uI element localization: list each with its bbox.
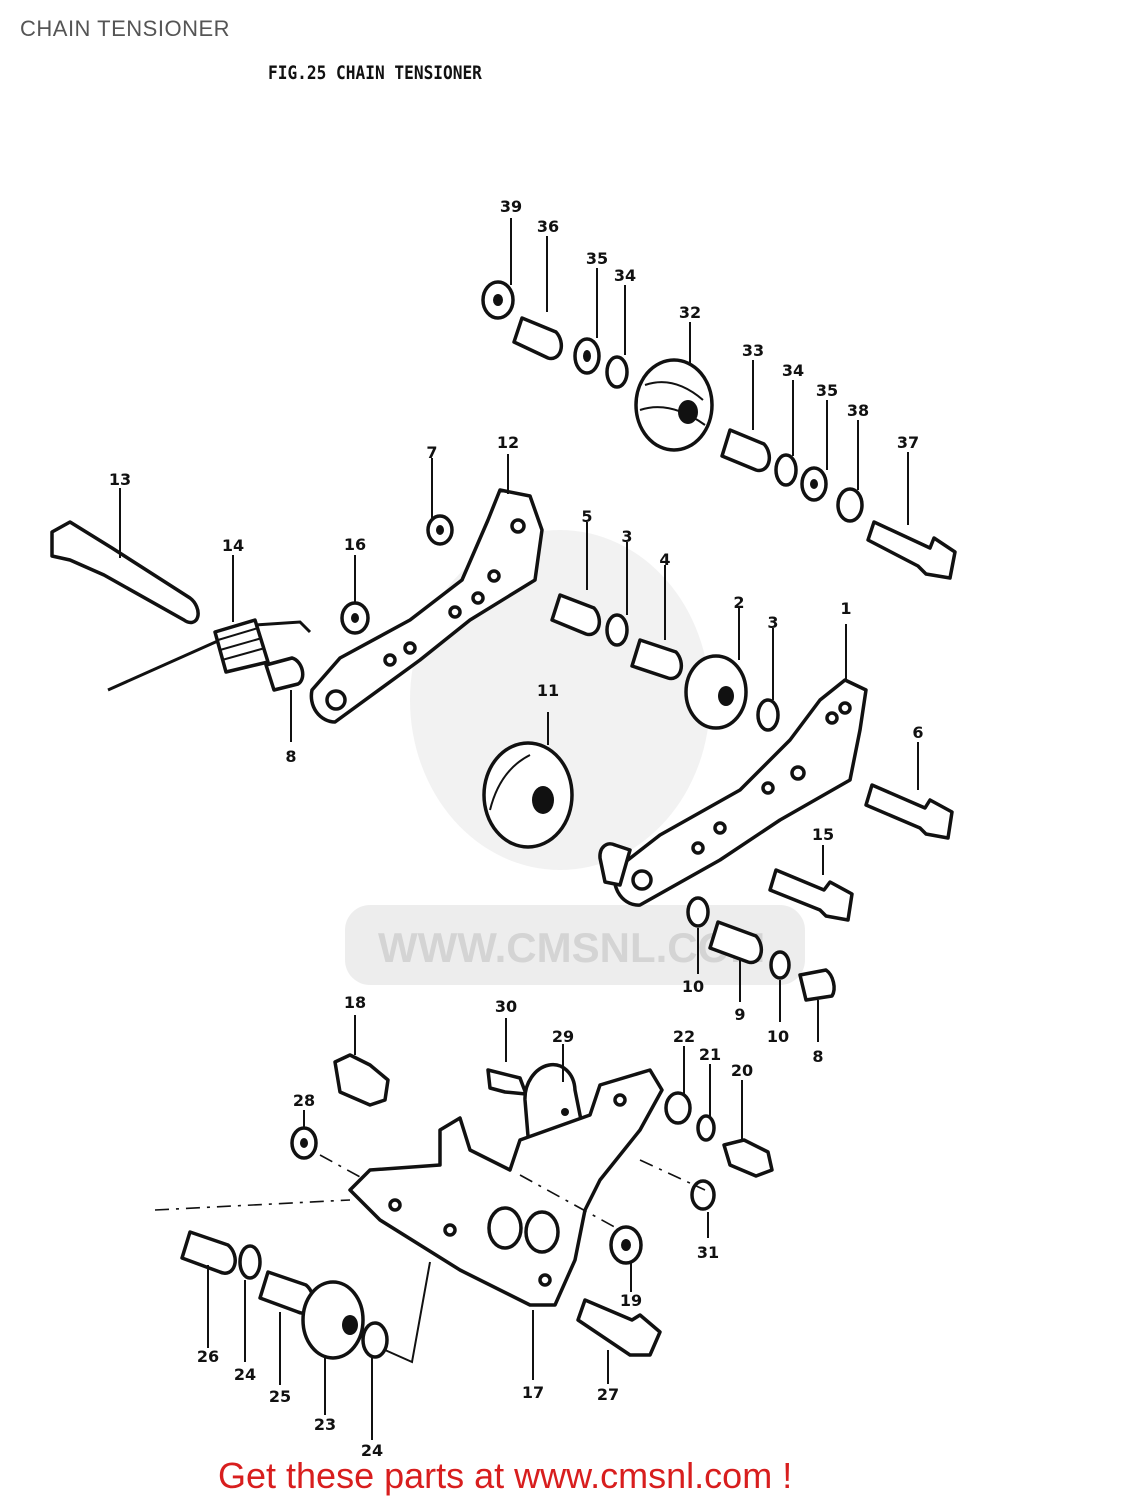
- arm-12-group: [309, 488, 544, 724]
- callout-37: 37: [897, 433, 919, 452]
- callout-5: 5: [581, 507, 592, 526]
- bolt-30: [486, 1068, 528, 1096]
- arm-1-group: [598, 678, 954, 1002]
- callout-35: 35: [586, 249, 608, 268]
- middle-roller-group: [550, 593, 780, 732]
- callout-34: 34: [614, 266, 636, 285]
- watermark-text: WWW.CMSNL.COM: [378, 924, 765, 971]
- callout-24b: 24: [361, 1441, 383, 1460]
- washer-21: [696, 1114, 716, 1142]
- callout-11: 11: [537, 681, 559, 700]
- callout-6: 6: [912, 723, 923, 742]
- collar-5: [550, 593, 602, 637]
- callout-12: 12: [497, 433, 519, 452]
- callout-20: 20: [731, 1061, 753, 1080]
- bolt-20: [722, 1138, 774, 1178]
- bottom-roller-group: [180, 1230, 389, 1360]
- footer-link[interactable]: Get these parts at www.cmsnl.com !: [218, 1455, 793, 1496]
- roller-23: [301, 1280, 365, 1360]
- assembly-lines: [154, 1154, 706, 1364]
- bracket-group: [290, 1053, 774, 1357]
- callout-4: 4: [659, 550, 670, 569]
- washer-10b: [769, 950, 791, 980]
- collar-8b: [798, 968, 836, 1002]
- callout-13: 13: [109, 470, 131, 489]
- bearing-34b: [774, 453, 798, 487]
- callout-30: 30: [495, 997, 517, 1016]
- collar-arm1: [598, 842, 632, 887]
- bolt-18: [333, 1053, 390, 1107]
- bearing-3b: [756, 698, 780, 732]
- roller-11: [482, 741, 574, 849]
- callout-3: 3: [621, 527, 632, 546]
- washer-38: [836, 487, 864, 523]
- callout-36: 36: [537, 217, 559, 236]
- callout-1: 1: [840, 599, 851, 618]
- callout-25: 25: [269, 1387, 291, 1406]
- callout-numbers: 39 36 35 34 32 33 34 35 38 37 13 14 16 7…: [109, 197, 924, 1460]
- callout-8b: 8: [812, 1047, 823, 1066]
- arm-1: [612, 678, 868, 907]
- roller-11-group: [482, 741, 574, 849]
- washer-10: [686, 896, 710, 928]
- callout-10: 10: [682, 977, 704, 996]
- callout-17: 17: [522, 1383, 544, 1402]
- callout-28: 28: [293, 1091, 315, 1110]
- bolt-27: [576, 1298, 662, 1357]
- roller-32: [634, 358, 714, 452]
- callout-35b: 35: [816, 381, 838, 400]
- callout-10b: 10: [767, 1027, 789, 1046]
- callout-32: 32: [679, 303, 701, 322]
- callout-22: 22: [673, 1027, 695, 1046]
- callout-16: 16: [344, 535, 366, 554]
- nut-31: [690, 1179, 716, 1211]
- callout-8: 8: [285, 747, 296, 766]
- callout-31: 31: [697, 1243, 719, 1262]
- collar-4: [630, 638, 684, 681]
- callout-18: 18: [344, 993, 366, 1012]
- callout-24: 24: [234, 1365, 256, 1384]
- leader-lines: [119, 218, 919, 1440]
- callout-29: 29: [552, 1027, 574, 1046]
- figure-title: FIG.25 CHAIN TENSIONER: [268, 62, 482, 84]
- bearing-24: [238, 1244, 262, 1280]
- collar-8: [264, 656, 305, 692]
- roller-2: [684, 654, 748, 730]
- callout-9: 9: [734, 1005, 745, 1024]
- callout-33: 33: [742, 341, 764, 360]
- bearing-24b: [361, 1321, 389, 1359]
- callout-2: 2: [733, 593, 744, 612]
- bolt-37: [866, 520, 957, 580]
- collar-36: [512, 316, 564, 361]
- spring-14: [213, 618, 270, 674]
- callout-19: 19: [620, 1291, 642, 1310]
- bracket-17: [348, 1068, 664, 1307]
- callout-3b: 3: [767, 613, 778, 632]
- callout-7: 7: [426, 443, 437, 462]
- callout-34b: 34: [782, 361, 804, 380]
- top-roller-group: [481, 280, 957, 580]
- collar-26: [180, 1230, 237, 1275]
- callout-26: 26: [197, 1347, 219, 1366]
- callout-39: 39: [500, 197, 522, 216]
- callout-14: 14: [222, 536, 244, 555]
- bolt-6: [864, 783, 954, 840]
- washer-22: [664, 1091, 692, 1125]
- collar-9: [708, 920, 764, 965]
- callout-15: 15: [812, 825, 834, 844]
- bearing-3: [605, 613, 629, 647]
- callout-38: 38: [847, 401, 869, 420]
- callout-27: 27: [597, 1385, 619, 1404]
- pivot-group: [50, 520, 312, 692]
- bolt-15: [768, 868, 854, 922]
- bearing-34: [605, 355, 629, 389]
- callout-23: 23: [314, 1415, 336, 1434]
- bolt-13: [50, 520, 200, 625]
- arm-12: [309, 488, 544, 724]
- callout-21: 21: [699, 1045, 721, 1064]
- collar-33: [720, 428, 772, 473]
- page-title: CHAIN TENSIONER: [20, 16, 231, 41]
